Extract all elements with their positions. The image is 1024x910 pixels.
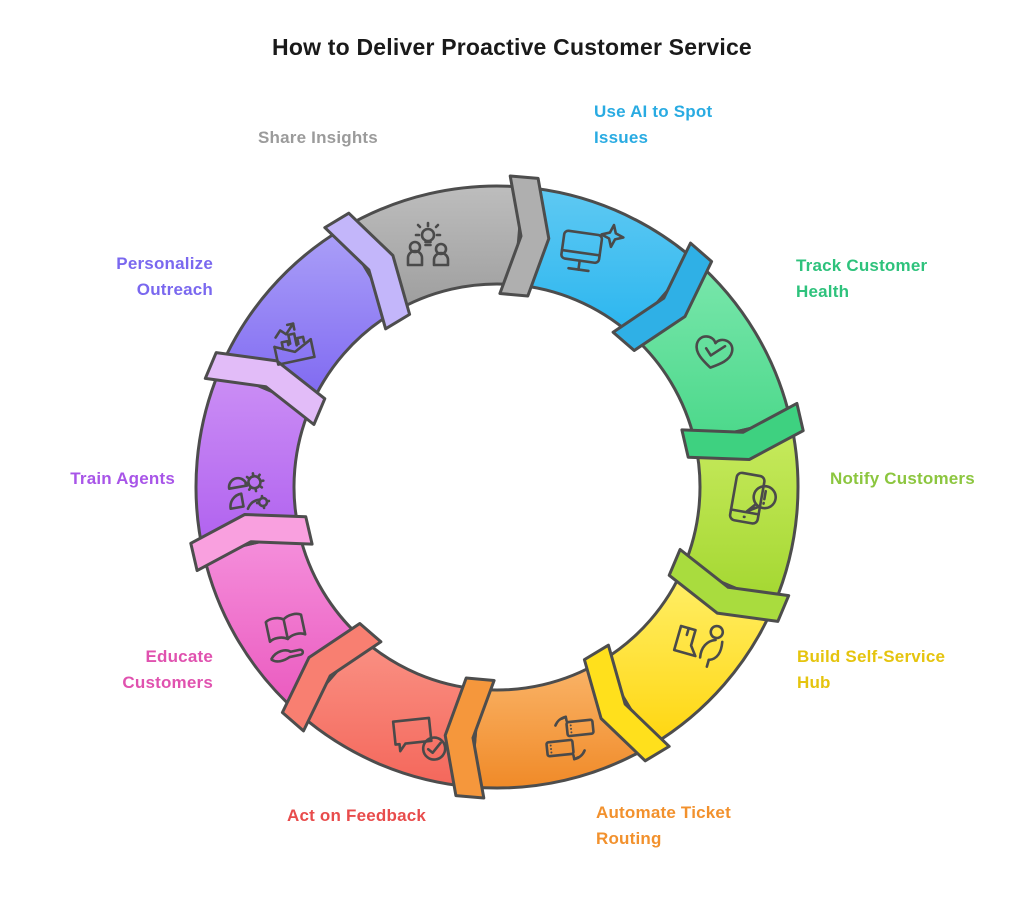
ring-segments <box>194 184 800 790</box>
chevron-divider-tab <box>203 351 327 426</box>
segment-icons <box>227 221 777 761</box>
label-personalize-outreach: Personalize Outreach <box>116 254 213 299</box>
chevron-divider-tab <box>189 513 314 573</box>
label-notify-customers: Notify Customers <box>830 469 975 488</box>
label-automate-ticket-routing: Automate Ticket Routing <box>596 803 731 848</box>
label-use-ai-to-spot-issues: Use AI to Spot Issues <box>594 102 713 147</box>
label-train-agents: Train Agents <box>70 469 175 488</box>
team-idea-icon <box>406 221 450 267</box>
self-service-kiosk-icon <box>672 624 725 668</box>
chevron-divider-tab <box>667 548 791 623</box>
label-educate-customers: Educate Customers <box>122 647 213 692</box>
label-act-on-feedback: Act on Feedback <box>287 806 427 825</box>
label-track-customer-health: Track Customer Health <box>796 256 928 301</box>
envelope-chart-icon <box>273 322 316 366</box>
feedback-check-icon <box>391 716 447 761</box>
chevron-divider-tab <box>611 241 714 352</box>
label-build-self-service-hub: Build Self-Service Hub <box>797 647 946 692</box>
person-gears-icon <box>227 472 271 511</box>
chevron-divider-tab <box>680 401 805 461</box>
diagram-title: How to Deliver Proactive Customer Servic… <box>272 34 752 60</box>
chevron-divider-tab <box>323 211 412 331</box>
book-hand-icon <box>264 612 307 663</box>
chevron-divider-tab <box>443 676 496 800</box>
chevron-divider-tab <box>498 174 551 298</box>
monitor-sparkle-icon <box>560 223 625 273</box>
phone-alert-icon <box>728 471 777 525</box>
chevron-divider-tab <box>582 643 671 763</box>
chevron-divider-tab <box>280 622 383 733</box>
heart-check-icon <box>695 335 734 369</box>
ring-divider-tabs <box>189 174 805 800</box>
ticket-routing-icon <box>545 715 595 761</box>
label-share-insights: Share Insights <box>258 128 378 147</box>
